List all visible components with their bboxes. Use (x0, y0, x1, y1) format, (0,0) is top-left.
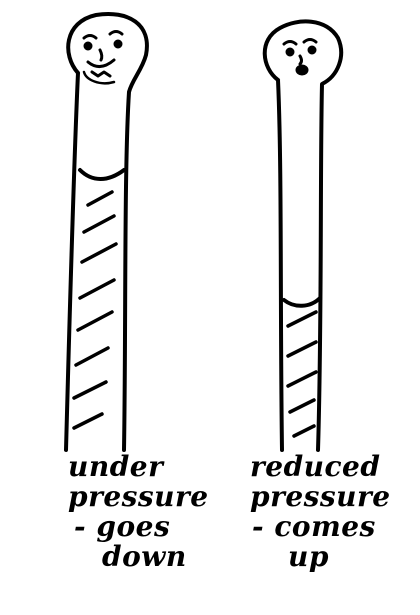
left-dropper (66, 14, 147, 450)
left-caption-line2: pressure (68, 482, 209, 512)
left-caption-line4: down (68, 542, 209, 572)
right-liquid-hatching (288, 312, 316, 436)
right-liquid-meniscus (284, 298, 320, 306)
left-liquid-hatching (74, 192, 116, 428)
right-dropper-bulb-face (284, 40, 316, 75)
left-caption-line3: - goes (68, 512, 209, 542)
left-dropper-bulb-face (84, 32, 122, 77)
left-caption-line1: under (68, 452, 209, 482)
right-dropper-outline (265, 21, 341, 450)
left-caption: under pressure - goes down (68, 452, 209, 572)
right-caption-line1: reduced (250, 452, 391, 482)
left-liquid-meniscus (80, 170, 124, 179)
right-caption-line4: up (250, 542, 391, 572)
right-caption: reduced pressure - comes up (250, 452, 391, 572)
left-dropper-outline (66, 14, 147, 450)
right-dropper (265, 21, 341, 450)
right-caption-line3: - comes (250, 512, 391, 542)
right-caption-line2: pressure (250, 482, 391, 512)
